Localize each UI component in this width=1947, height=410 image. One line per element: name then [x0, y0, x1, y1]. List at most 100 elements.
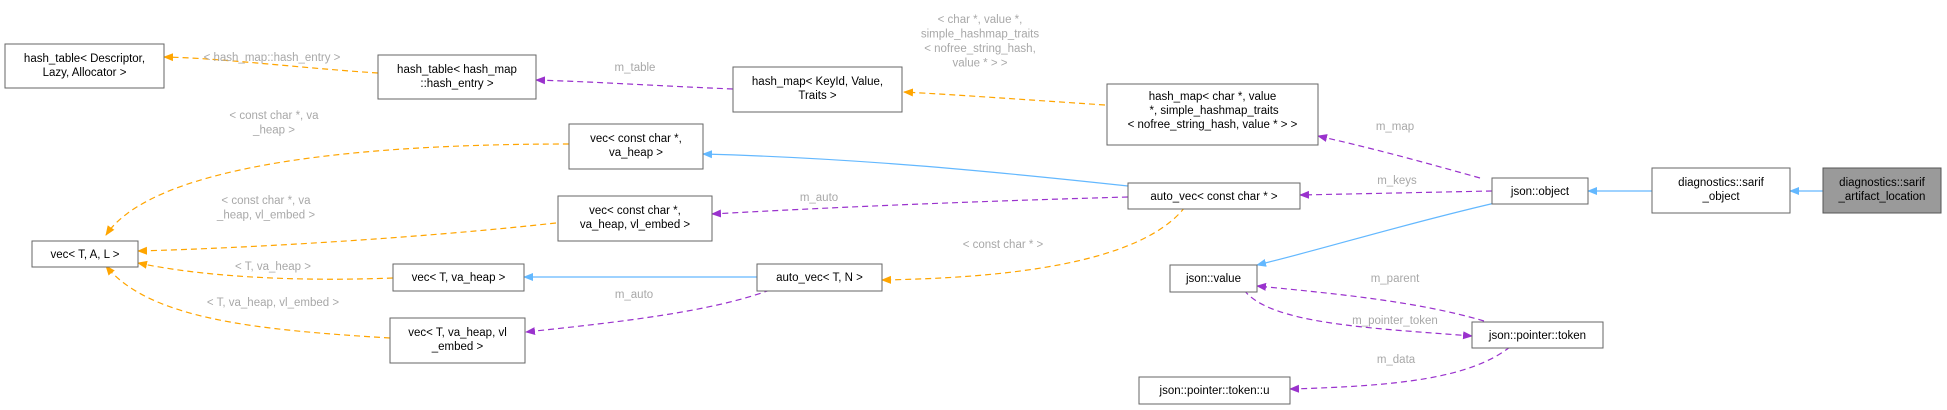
edge-json-object-to-auto-vec-cchar	[1299, 190, 1493, 199]
edge-label-line: < char *, value *,	[938, 14, 1023, 26]
svg-text:hash_map< KeyId, Value,Traits: hash_map< KeyId, Value, Traits >	[752, 76, 883, 102]
edge-label-m-auto-cchar: m_auto	[800, 192, 838, 204]
node-label-line: vec< T, va_heap >	[412, 272, 506, 284]
node-diagnostics-sarif-object[interactable]: diagnostics::sarif_object	[1651, 167, 1791, 214]
svg-text:vec< T, va_heap >: vec< T, va_heap >	[412, 272, 506, 284]
svg-text:diagnostics::sarif_artifact_lo: diagnostics::sarif_artifact_location	[1838, 177, 1926, 203]
node-hash-table-descriptor[interactable]: hash_table< Descriptor, Lazy, Allocator >	[4, 43, 165, 89]
edge-label-m-parent: m_parent	[1371, 273, 1420, 285]
edge-label-t-va-heap-embed-template: < T, va_heap, vl_embed >	[207, 297, 339, 309]
edge-label-line: m_table	[615, 62, 656, 74]
node-label-line: diagnostics::sarif	[1678, 177, 1764, 189]
edge-label-line: m_auto	[615, 289, 653, 301]
node-vec-t-va-heap-vl-embed[interactable]: vec< T, va_heap, vl_embed >	[389, 317, 526, 364]
edge-hash-table-entry-to-hash-table	[163, 53, 379, 74]
node-label-line: vec< T, A, L >	[50, 249, 119, 261]
node-hash-table-hash-entry[interactable]: hash_table< hash_map::hash_entry >	[377, 54, 537, 100]
edge-label-m-data: m_data	[1377, 354, 1416, 366]
node-json-value[interactable]: json::value	[1169, 264, 1258, 293]
svg-text:json::value: json::value	[1185, 273, 1241, 285]
edge-label-line: < T, va_heap >	[235, 261, 311, 273]
node-label-line: json::value	[1185, 273, 1241, 285]
node-json-pointer-token-u[interactable]: json::pointer::token::u	[1138, 376, 1291, 405]
edge-auto-vec-tn-to-vec-t-embed	[525, 289, 771, 336]
node-vec-const-char-va-heap-vl-embed[interactable]: vec< const char *,va_heap, vl_embed >	[557, 195, 713, 242]
node-label-line: hash_table< Descriptor,	[24, 53, 145, 65]
edge-label-line: < T, va_heap, vl_embed >	[207, 297, 339, 309]
node-json-object[interactable]: json::object	[1491, 177, 1589, 205]
svg-text:diagnostics::sarif_object: diagnostics::sarif_object	[1678, 177, 1764, 203]
node-label-line: hash_map< char *, value	[1149, 91, 1277, 103]
node-label-line: hash_map< KeyId, Value,	[752, 76, 883, 88]
edge-label-hash-entry-template: < hash_map::hash_entry >	[204, 52, 341, 64]
node-vec-t-va-heap[interactable]: vec< T, va_heap >	[392, 263, 525, 292]
node-json-pointer-token[interactable]: json::pointer::token	[1471, 321, 1604, 349]
node-label-line: json::object	[1510, 186, 1570, 198]
node-label-line: < nofree_string_hash, value * > >	[1128, 119, 1298, 131]
edge-label-line: m_pointer_token	[1352, 315, 1438, 327]
edge-label-line: m_auto	[800, 192, 838, 204]
edge-label-m-pointer-token: m_pointer_token	[1352, 315, 1438, 327]
node-hash-map-char-value[interactable]: hash_map< char *, value *, simple_hashma…	[1106, 83, 1319, 146]
edge-label-line: m_parent	[1371, 273, 1420, 285]
svg-text:vec< T, A, L >: vec< T, A, L >	[50, 249, 119, 261]
edge-hash-map-char-to-hash-map-keyid	[903, 88, 1106, 106]
edge-vec-t-heap-to-vec	[137, 260, 394, 280]
node-vec-t-a-l[interactable]: vec< T, A, L >	[31, 240, 139, 268]
edge-label-cchar-va-heap-embed-template: < const char *, va_heap, vl_embed >	[216, 195, 315, 222]
node-label-line: hash_table< hash_map	[397, 64, 517, 76]
svg-text:vec< const char *,va_heap >: vec< const char *, va_heap >	[590, 133, 682, 159]
node-label-line: *, simple_hashmap_traits	[1146, 105, 1279, 117]
edge-label-line: m_map	[1376, 121, 1414, 133]
edge-vec-cchar-embed-to-vec	[137, 222, 557, 255]
edge-json-token-to-json-value	[1256, 282, 1485, 322]
node-label-line: _object	[1701, 191, 1740, 203]
edge-label-t-va-heap-template: < T, va_heap >	[235, 261, 311, 273]
edge-label-line: < const char * >	[963, 239, 1044, 251]
edge-json-token-to-json-token-u	[1289, 346, 1511, 393]
node-diagnostics-sarif-artifact-location: diagnostics::sarif_artifact_location	[1822, 167, 1942, 214]
node-label-line: Lazy, Allocator >	[43, 67, 127, 79]
svg-text:vec< T, va_heap, vl_embed >: vec< T, va_heap, vl_embed >	[408, 327, 507, 353]
node-auto-vec-const-char[interactable]: auto_vec< const char * >	[1127, 182, 1301, 210]
svg-text:hash_table< Descriptor,Lazy, A: hash_table< Descriptor, Lazy, Allocator >	[24, 53, 145, 79]
node-label-line: vec< const char *,	[590, 133, 682, 145]
node-label-line: _artifact_location	[1838, 191, 1926, 203]
svg-text:hash_map< char *, value *, sim: hash_map< char *, value *, simple_hashma…	[1128, 91, 1298, 131]
edge-label-line: simple_hashmap_traits	[921, 29, 1040, 41]
node-label-line: ::hash_entry >	[420, 78, 493, 90]
node-label-line: va_heap >	[609, 147, 663, 159]
svg-text:auto_vec< const char * >: auto_vec< const char * >	[1150, 191, 1278, 203]
edge-vec-t-embed-to-vec	[105, 265, 391, 339]
edge-label-line: value * > >	[953, 58, 1008, 70]
node-auto-vec-t-n[interactable]: auto_vec< T, N >	[756, 263, 883, 292]
edge-label-char-value-template: < char *, value *, simple_hashmap_traits <…	[921, 14, 1040, 70]
node-hash-map-keyid[interactable]: hash_map< KeyId, Value, Traits >	[732, 66, 903, 113]
svg-text:vec< const char *,va_heap, vl_: vec< const char *,va_heap, vl_embed >	[580, 205, 691, 231]
edge-json-value-to-json-token	[1243, 289, 1473, 340]
edge-label-line: < const char *, va	[229, 110, 319, 122]
edge-auto-vec-cchar-to-auto-vec-tn	[881, 206, 1186, 284]
edge-label-m-map: m_map	[1376, 121, 1414, 133]
edge-label-line: < nofree_string_hash,	[924, 43, 1036, 55]
edge-label-line: _heap >	[252, 125, 295, 137]
svg-text:json::object: json::object	[1510, 186, 1570, 198]
node-label-line: vec< T, va_heap, vl	[408, 327, 507, 339]
svg-text:json::pointer::token: json::pointer::token	[1488, 330, 1586, 342]
node-label-line: Traits >	[798, 90, 837, 102]
edge-label-cchar-template: < const char * >	[963, 239, 1044, 251]
node-label-line: va_heap, vl_embed >	[580, 219, 691, 231]
edge-json-object-to-json-value	[1256, 202, 1496, 267]
edge-label-line: < hash_map::hash_entry >	[204, 52, 341, 64]
edge-auto-vec-cchar-to-vec-cchar-embed	[711, 196, 1129, 218]
edge-json-object-to-hash-map-char	[1317, 134, 1481, 179]
svg-text:auto_vec< T, N >: auto_vec< T, N >	[776, 272, 863, 284]
edge-label-line: m_data	[1377, 354, 1416, 366]
node-label-line: auto_vec< T, N >	[776, 272, 863, 284]
edge-label-line: _heap, vl_embed >	[216, 210, 315, 222]
edge-auto-vec-cchar-to-vec-cchar-heap	[702, 150, 1129, 187]
edge-label-m-auto-tn: m_auto	[615, 289, 653, 301]
node-vec-const-char-va-heap[interactable]: vec< const char *, va_heap >	[568, 123, 704, 170]
node-label-line: json::pointer::token::u	[1159, 385, 1270, 397]
svg-text:json::pointer::token::u: json::pointer::token::u	[1159, 385, 1270, 397]
